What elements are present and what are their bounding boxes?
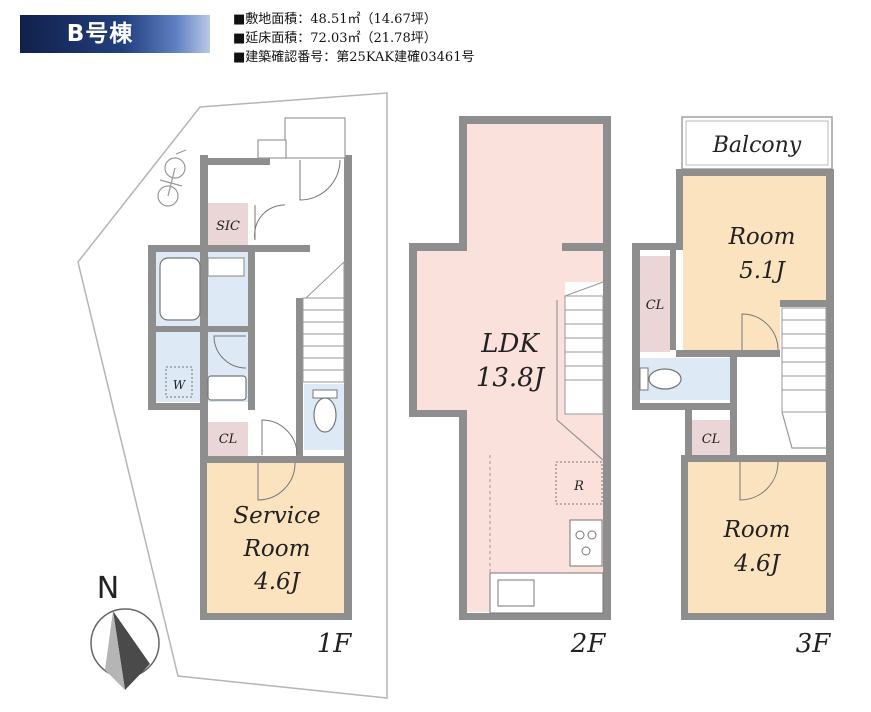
compass: N — [90, 571, 160, 690]
stairs-1f — [302, 260, 345, 383]
closet-upper-fill — [640, 256, 670, 352]
service-room-name-1: Service — [233, 503, 320, 529]
balcony-label: Balcony — [712, 133, 802, 158]
walls-2f — [409, 116, 611, 620]
entrance-porch — [257, 117, 346, 159]
floor-3: Balcony CL CL Room 5.1J Room 4.6J 3F — [632, 116, 834, 659]
toilet-1f-tank — [312, 389, 338, 399]
balcony-inner — [685, 120, 829, 166]
toilet-1f-icon — [313, 397, 337, 433]
floor-3-label: 3F — [796, 629, 832, 659]
entrance-door-icon — [299, 159, 341, 201]
floor-area-text: ■延床面積：72.03㎡（21.78坪） — [233, 31, 437, 46]
floor-2-label: 2F — [570, 629, 607, 659]
fridge-label: R — [573, 479, 584, 494]
room-5-fill — [683, 176, 826, 350]
stairs-3f — [781, 307, 827, 413]
service-room-fill — [206, 462, 348, 614]
building-banner: B号棟 — [20, 15, 210, 53]
compass-needle-icon — [113, 611, 150, 690]
balcony — [681, 116, 833, 170]
site-area-text: ■敷地面積：48.51㎡（14.67坪） — [233, 12, 437, 27]
sic-label: SIC — [216, 219, 240, 234]
confirmation-number-text: ■建築確認番号：第25KAK建確03461号 — [233, 50, 475, 65]
walls-3f — [632, 169, 834, 620]
floor-2: R LDK 13.8J 2F — [409, 116, 611, 659]
stair-rail-3f — [781, 411, 826, 449]
room-5-name: Room — [728, 224, 796, 250]
closet-lower-fill — [692, 420, 730, 456]
compass-north-label: N — [97, 571, 119, 606]
ldk-fill — [417, 124, 606, 612]
sic-door-icon — [254, 204, 286, 241]
room-5-door-icon — [741, 313, 779, 351]
closet-1f-door-icon — [261, 419, 298, 456]
room-4-size: 4.6J — [733, 551, 782, 577]
closet-1f-fill — [208, 422, 248, 456]
toilet-3f-icon — [648, 368, 682, 390]
service-room-door-icon — [257, 462, 296, 501]
burner-icon — [587, 530, 597, 540]
burner-icon — [575, 530, 585, 540]
closet-1f-label: CL — [219, 432, 238, 447]
building-label: B号棟 — [66, 21, 134, 47]
kitchen-sink — [497, 579, 535, 607]
ldk-name: LDK — [480, 329, 540, 359]
site-boundary — [77, 92, 388, 699]
room-4-door-icon — [739, 461, 779, 501]
wash-basin — [207, 375, 247, 401]
service-room-size: 4.6J — [253, 569, 302, 595]
bath-counter — [207, 257, 245, 277]
closet-upper-label: CL — [646, 298, 665, 313]
info-block: ■敷地面積：48.51㎡（14.67坪） ■延床面積：72.03㎡（21.78坪… — [233, 10, 474, 67]
stove — [569, 519, 603, 567]
service-room-name-2: Room — [243, 536, 311, 562]
closet-lower-label: CL — [702, 432, 721, 447]
room-4-fill — [688, 462, 826, 614]
sic-fill — [208, 203, 248, 245]
stair-rail-2f — [556, 300, 604, 461]
toilet-3f-tank — [639, 367, 649, 391]
floor-1-label: 1F — [317, 629, 353, 659]
stairs-2f — [564, 281, 604, 415]
room-4-name: Room — [723, 517, 791, 543]
washer-space — [165, 366, 193, 398]
walls-1f — [148, 155, 352, 620]
room-5-size: 5.1J — [739, 258, 787, 284]
bicycle-icon — [157, 149, 187, 207]
floor-1: W SIC CL Service Room 4.6J 1F — [77, 92, 388, 699]
ldk-size: 13.8J — [476, 363, 546, 393]
compass-needle-shadow — [105, 611, 125, 690]
stairwell-void — [565, 282, 603, 414]
bathtub — [159, 257, 201, 321]
washroom-door-icon — [213, 335, 247, 369]
washer-label: W — [173, 378, 187, 392]
burner-icon — [581, 546, 591, 556]
